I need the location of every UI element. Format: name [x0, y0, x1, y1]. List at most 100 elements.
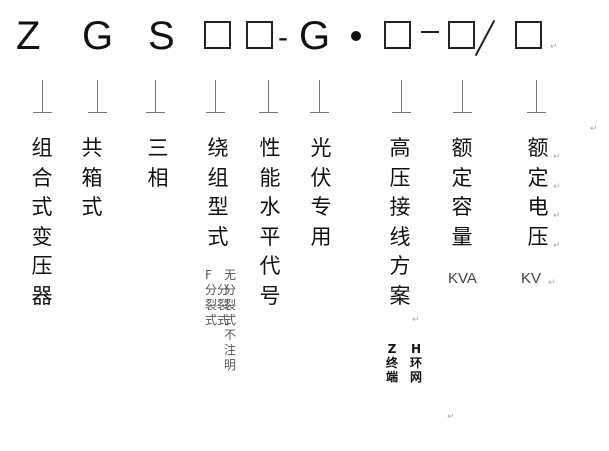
- paragraph-mark: ↵: [553, 182, 561, 192]
- label-char: 定: [527, 165, 549, 190]
- note-line: 分: [224, 283, 237, 297]
- paragraph-mark: ↵: [553, 211, 561, 221]
- label-char: 案: [389, 283, 411, 308]
- note-hv-option-h: H 环 网: [410, 342, 422, 384]
- label-char: 电: [527, 195, 549, 219]
- label-dianya: 额 定 电 压: [526, 134, 550, 252]
- label-char: 水: [259, 195, 281, 219]
- code-slash: [474, 19, 496, 57]
- label-char: 方: [389, 254, 411, 278]
- label-char: 组: [31, 136, 53, 160]
- tick-gaoya: [392, 80, 411, 113]
- label-char: 专: [310, 195, 332, 219]
- label-char: 伏: [310, 165, 332, 190]
- label-char: 光: [310, 136, 332, 160]
- label-gaoya: 高 压 接 线 方 案: [388, 134, 412, 311]
- label-char: 用: [310, 224, 332, 249]
- paragraph-mark: ↵: [553, 241, 561, 251]
- code-hyphen: -: [278, 21, 288, 54]
- paragraph-mark: ↵: [548, 278, 556, 288]
- label-char: 高: [389, 136, 411, 160]
- note-line: 终: [386, 356, 399, 370]
- note-line: 环: [410, 356, 423, 370]
- tick-dianya: [527, 80, 546, 113]
- label-zuhe: 组 合 式 变 压 器: [30, 134, 54, 311]
- code-s: S: [148, 14, 175, 58]
- note-line: 分分: [205, 283, 230, 297]
- label-char: 合: [31, 165, 53, 190]
- label-rongliang: 额 定 容 量: [450, 134, 474, 252]
- note-line: 网: [410, 370, 423, 384]
- placeholder-box-capacity: [448, 21, 475, 49]
- paragraph-mark: ↵: [553, 152, 561, 162]
- placeholder-box-performance: [246, 21, 273, 49]
- note-line: 明: [224, 358, 237, 372]
- tick-raozu: [206, 80, 225, 113]
- note-line: 注: [224, 343, 237, 357]
- code-g-pv: G: [299, 14, 331, 58]
- label-char: 共: [81, 136, 103, 160]
- tick-zuhe: [33, 80, 52, 113]
- placeholder-box-voltage: [515, 21, 542, 49]
- label-char: 相: [147, 165, 169, 190]
- label-char: 号: [259, 283, 281, 308]
- label-char: 额: [451, 136, 473, 160]
- placeholder-box-hv: [384, 21, 411, 49]
- label-char: 量: [451, 224, 473, 249]
- paragraph-mark: ↵: [550, 42, 558, 52]
- note-line: 式式: [205, 313, 230, 327]
- label-char: 组: [207, 165, 229, 190]
- label-char: 式: [81, 195, 103, 219]
- paragraph-mark: ↵: [447, 412, 455, 422]
- label-char: 变: [31, 224, 53, 249]
- tick-xingneng: [259, 80, 278, 113]
- label-char: 压: [389, 165, 411, 190]
- label-char: 器: [31, 283, 53, 308]
- placeholder-box-winding: [204, 21, 231, 49]
- label-char: 式: [31, 195, 53, 219]
- note-line: F: [205, 268, 212, 282]
- label-char: 式: [207, 224, 229, 249]
- note-winding-col2: 无 分 裂 式 不 注 明: [224, 268, 236, 373]
- note-line: 无: [224, 268, 237, 282]
- label-sanxiang: 三 相: [146, 134, 170, 193]
- paragraph-mark: ↵: [590, 124, 598, 134]
- label-char: 三: [147, 136, 169, 160]
- code-z: Z: [16, 14, 41, 58]
- note-line: H: [410, 342, 422, 356]
- label-guangfu: 光 伏 专 用: [309, 134, 333, 252]
- label-char: 线: [389, 224, 411, 249]
- note-line: 不: [224, 328, 237, 342]
- note-winding-col1: F 分分 裂裂 式式: [205, 268, 229, 328]
- label-char: 接: [389, 195, 411, 219]
- note-line: Z: [387, 342, 397, 356]
- code-dot: [351, 31, 361, 41]
- label-char: 代: [259, 254, 281, 278]
- label-char: 压: [527, 224, 549, 249]
- label-xiangshi: 共 箱 式: [80, 134, 104, 223]
- label-raozu: 绕 组 型 式: [206, 134, 230, 252]
- note-line: 式: [224, 313, 237, 327]
- tick-sanxiang: [146, 80, 165, 113]
- label-char: 性: [259, 136, 281, 160]
- code-dash: [421, 31, 439, 33]
- label-char: 绕: [207, 136, 229, 160]
- note-hv-option-z: Z 终 端: [386, 342, 398, 384]
- label-char: 平: [259, 224, 281, 249]
- unit-voltage: KV: [521, 270, 542, 287]
- label-char: 压: [31, 254, 53, 278]
- note-line: 裂: [224, 298, 237, 312]
- label-char: 型: [207, 195, 229, 219]
- tick-xiangshi: [88, 80, 107, 113]
- label-char: 容: [451, 195, 473, 219]
- note-line: 裂裂: [205, 298, 230, 312]
- paragraph-mark: ↵: [412, 315, 420, 325]
- unit-capacity: KVA: [448, 270, 477, 287]
- label-xingneng: 性 能 水 平 代 号: [258, 134, 282, 311]
- tick-guangfu: [310, 80, 329, 113]
- label-char: 箱: [81, 165, 103, 190]
- note-line: 端: [386, 370, 399, 384]
- code-g: G: [82, 14, 114, 58]
- label-char: 额: [527, 136, 549, 160]
- label-char: 定: [451, 165, 473, 190]
